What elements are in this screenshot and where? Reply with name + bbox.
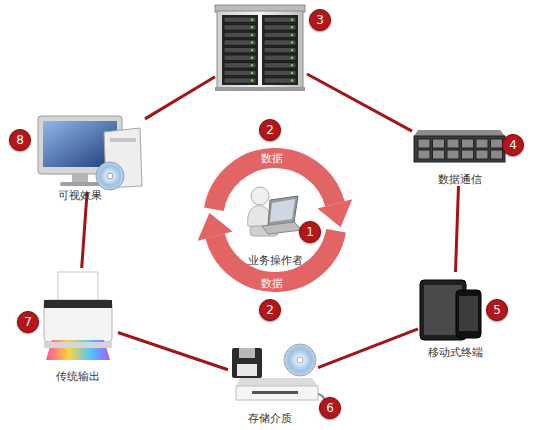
device-label: 移动式终端: [428, 345, 483, 360]
connector-line: [455, 186, 458, 272]
callout-number: 1: [299, 221, 321, 243]
mobile-devices: [420, 280, 481, 340]
device-label: 可视效果: [58, 188, 102, 203]
rack-server: [414, 130, 505, 162]
callout-number: 6: [319, 397, 341, 419]
device-node: 6存储介质: [228, 343, 318, 427]
operator-figure: [248, 187, 302, 236]
computer-monitor: [38, 116, 142, 190]
connector-line: [82, 192, 87, 268]
device-label: 数据通信: [438, 172, 482, 187]
connector-line: [307, 74, 412, 131]
callout-number: 8: [9, 129, 31, 151]
callout-number: 5: [486, 299, 508, 321]
device-label: 传统输出: [56, 369, 100, 384]
connector-line: [318, 329, 418, 368]
connector-line: [145, 77, 215, 119]
server-tower: [215, 5, 305, 91]
flow-label: 数据: [261, 151, 283, 166]
device-label: 业务操作者: [248, 253, 303, 268]
storage-media: [232, 344, 324, 408]
callout-number: 3: [309, 9, 331, 31]
device-node: 1 业务操作者: [225, 180, 325, 270]
callout-number: 7: [17, 311, 39, 333]
device-node: 8可视效果: [35, 112, 145, 192]
cycle-arrows: [198, 158, 353, 282]
device-label: 存储介质: [248, 411, 292, 426]
printer: [44, 272, 112, 360]
callout-number: 4: [502, 134, 524, 156]
device-node: 3: [215, 5, 307, 93]
device-node: 5移动式终端: [418, 272, 490, 358]
device-node: 4数据通信: [412, 128, 507, 186]
flow-label: 数据: [261, 276, 283, 291]
device-node: 7传统输出: [38, 268, 118, 370]
callout-number: 2: [259, 119, 281, 141]
connector-line: [118, 333, 228, 370]
callout-number: 2: [259, 299, 281, 321]
